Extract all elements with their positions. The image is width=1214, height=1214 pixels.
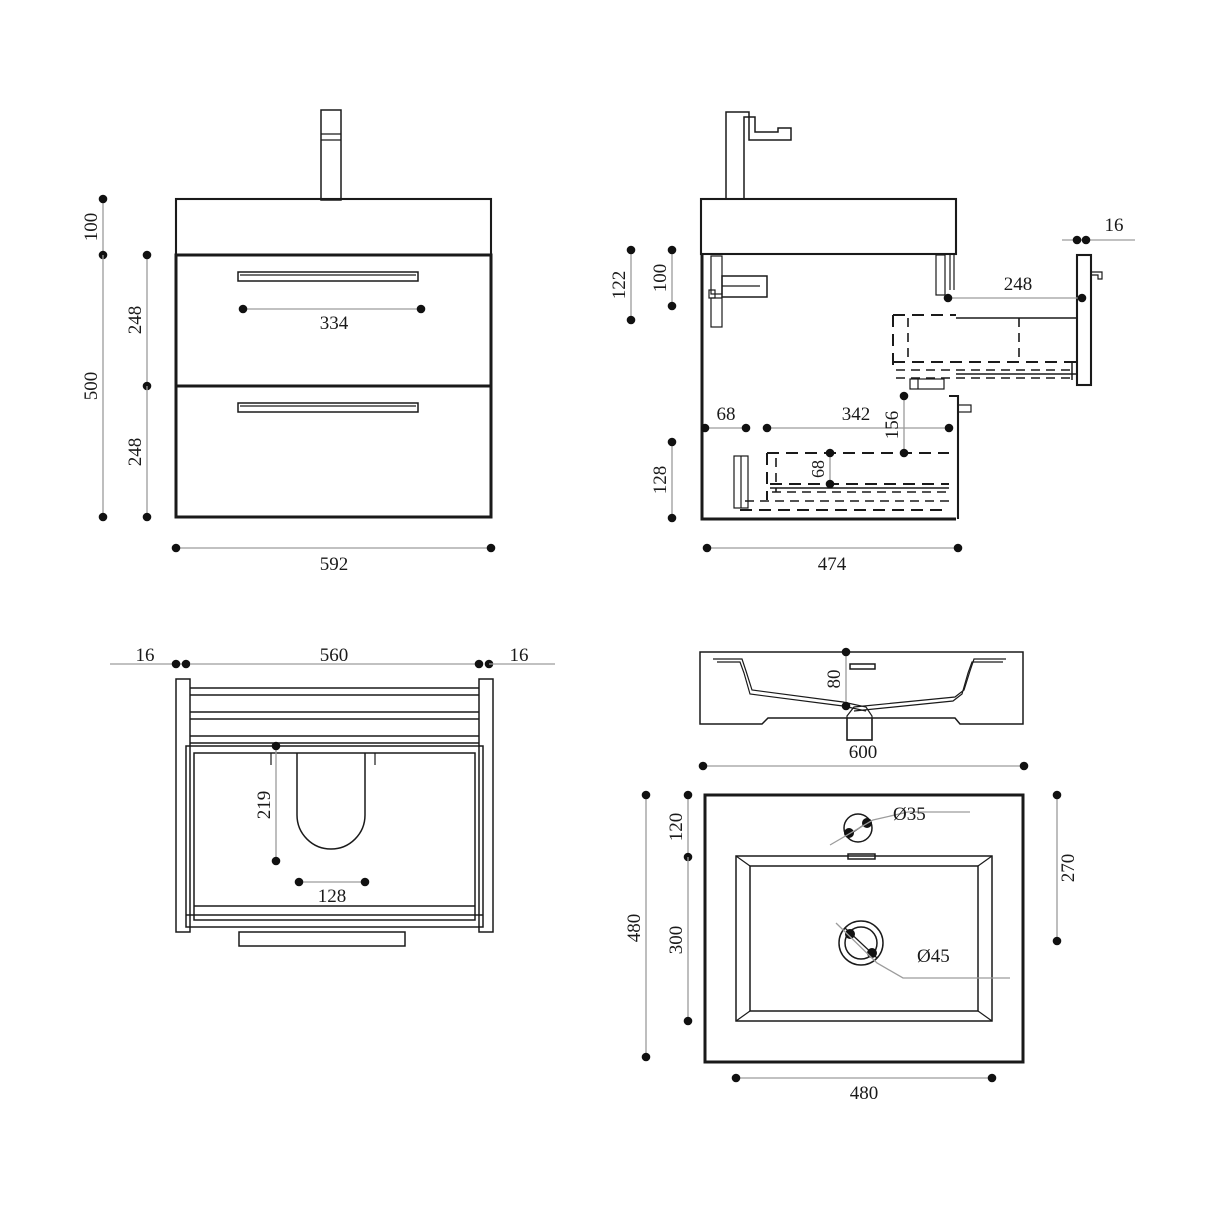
dim-front-248-lower: 248	[125, 386, 152, 522]
dim-label-219: 219	[254, 791, 275, 820]
basin-side-body	[699, 197, 958, 256]
dim-label-600: 600	[849, 742, 878, 763]
lower-drawer-handle	[237, 402, 419, 413]
dim-side-68-rear: 68	[700, 404, 751, 433]
basin-section-drain-stub	[846, 718, 873, 741]
plan-right-side-panel	[478, 678, 494, 933]
lower-drawer-front	[949, 394, 972, 519]
dim-plan-128: 128	[294, 877, 370, 907]
dim-plan-16-right: 16	[489, 645, 555, 666]
dim-label-248c: 248	[1004, 274, 1033, 295]
dim-label-474: 474	[818, 554, 847, 575]
dim-label-480v: 480	[624, 914, 645, 943]
dim-label-100: 100	[81, 213, 102, 242]
dim-label-500: 500	[81, 372, 102, 401]
plan-plumbing-cutout	[296, 753, 366, 850]
dim-basin-80: 80	[824, 647, 851, 711]
dim-label-dia45: Ø45	[917, 946, 950, 967]
dim-label-592: 592	[320, 554, 349, 575]
dim-label-300: 300	[666, 926, 687, 955]
basin-plan-bowl-rim-outer	[735, 855, 993, 1022]
dim-label-270: 270	[1058, 854, 1079, 883]
view-basin-section: 80 600	[698, 647, 1029, 771]
basin-rear-support	[935, 254, 955, 296]
dim-side-248: 248	[943, 274, 1087, 303]
plan-rear-rails	[190, 687, 479, 744]
dim-plan-219: 219	[254, 741, 281, 866]
dim-side-122: 122	[609, 245, 636, 325]
dim-side-342: 342	[762, 404, 954, 433]
dim-side-156: 156	[882, 391, 909, 458]
basin-overflow-slot	[849, 663, 876, 670]
basin-plan-bowl-rim-inner	[749, 865, 979, 1012]
upper-drawer-handle	[237, 271, 419, 282]
dim-basinplan-300: 300	[666, 857, 693, 1026]
dim-label-334: 334	[320, 313, 349, 334]
plan-drawer-box-outer	[185, 745, 484, 928]
dim-label-156: 156	[882, 411, 903, 440]
dim-side-100: 100	[650, 245, 677, 311]
plan-front-handle	[238, 931, 406, 947]
dim-front-100: 100	[81, 194, 108, 260]
basin-plan-bowl-bevels	[735, 855, 993, 1022]
dim-basinplan-480-vertical: 480	[624, 790, 651, 1062]
waste-hole-group	[838, 920, 884, 966]
dim-label-16a: 16	[1105, 215, 1124, 236]
dim-basinplan-120: 120	[666, 790, 693, 862]
dim-label-560: 560	[320, 645, 349, 666]
wall-bracket-clip-upper	[1091, 271, 1103, 280]
dim-label-128a: 128	[650, 466, 671, 495]
dim-label-68b: 68	[808, 460, 828, 478]
dim-label-248-lower: 248	[125, 438, 146, 467]
view-cabinet-plan: 16 560 16 219 128	[110, 645, 555, 947]
view-basin-plan: Ø45 Ø35 480 120 300	[624, 790, 1079, 1104]
lower-drawer-box	[733, 452, 949, 511]
dim-label-128b: 128	[318, 886, 347, 907]
dim-label-122: 122	[609, 271, 630, 300]
dim-basinplan-270: 270	[1052, 790, 1079, 946]
dim-side-474: 474	[702, 543, 963, 575]
wall-mount-panel	[1075, 253, 1093, 387]
plan-drawer-box-inner	[193, 752, 476, 921]
dim-front-500: 500	[81, 255, 108, 522]
dim-label-68a: 68	[717, 404, 736, 425]
waste-trap-assembly	[708, 255, 768, 328]
dim-label-120: 120	[666, 813, 687, 842]
dim-side-16: 16	[1062, 215, 1135, 245]
basin-plan-outline	[703, 793, 1025, 1064]
upper-drawer-runner	[909, 378, 945, 390]
basin-section-outer	[699, 651, 1024, 725]
dim-label-16b: 16	[136, 645, 155, 666]
dim-side-128: 128	[650, 437, 677, 523]
dim-label-248-upper: 248	[125, 306, 146, 335]
dim-label-80: 80	[824, 670, 845, 689]
view-front-elevation: 100 500 248 248 334	[81, 109, 496, 575]
dim-label-16c: 16	[510, 645, 529, 666]
dim-label-480h: 480	[850, 1083, 879, 1104]
basin-plan-overflow-slot	[847, 853, 876, 860]
dim-label-342: 342	[842, 404, 871, 425]
dim-basin-600: 600	[698, 742, 1029, 771]
dim-front-334: 334	[238, 304, 426, 334]
view-side-section: 122 100 16 248 68	[609, 111, 1135, 575]
upper-drawer-box	[892, 314, 1077, 380]
plan-left-side-panel	[175, 678, 191, 933]
cabinet-side-outline	[700, 254, 956, 521]
dim-side-68-inner: 68	[808, 448, 835, 489]
dim-label-dia35: Ø35	[893, 804, 926, 825]
dim-label-100b: 100	[650, 264, 671, 293]
tap-hole-group: Ø35	[829, 804, 970, 846]
waste-hole-leader: Ø45	[835, 922, 1010, 979]
dim-basinplan-480-horizontal: 480	[731, 1073, 997, 1104]
dim-front-592: 592	[171, 543, 496, 575]
dim-plan-16-left: 16	[110, 645, 191, 669]
